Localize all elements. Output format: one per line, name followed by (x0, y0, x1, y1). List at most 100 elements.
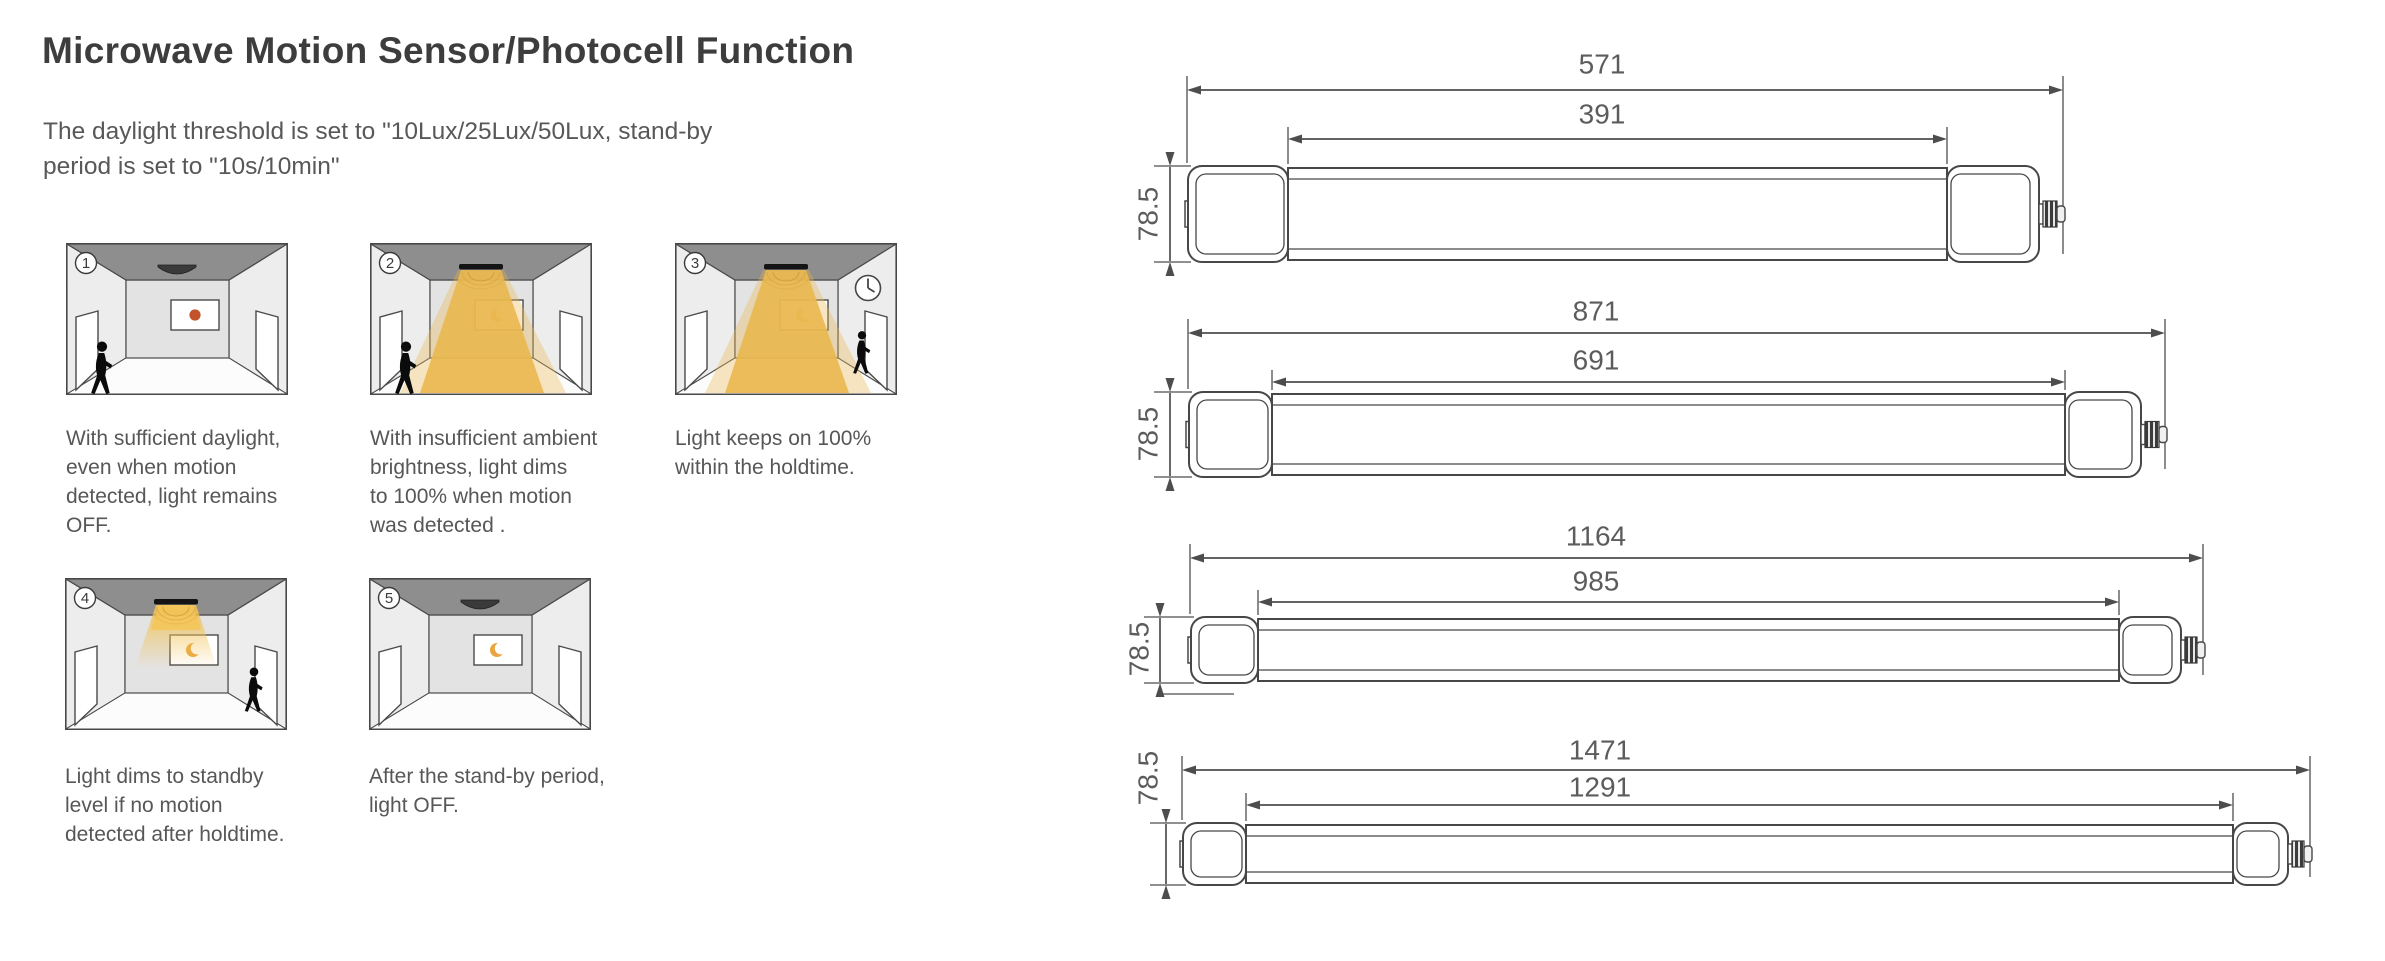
sensor-waves (455, 271, 507, 290)
room-scene: 5 (367, 577, 593, 731)
scenario-number: 5 (385, 590, 393, 607)
cable-gland-nut (2042, 200, 2058, 228)
dimension-arrow (1246, 800, 1260, 810)
cable-gland-tip (2196, 641, 2206, 659)
dimension-arrow (2049, 85, 2063, 95)
overall-length-label: 1164 (1566, 521, 1626, 552)
scenario-caption: Light keeps on 100% within the holdtime. (675, 427, 872, 479)
right-end-cap-inner (1950, 173, 2031, 255)
right-door (558, 645, 582, 727)
dimension-arrow (1188, 328, 1202, 338)
overall-length-label: 871 (1573, 296, 1620, 327)
inner-length-label: 1291 (1569, 772, 1631, 803)
sensor-waves (150, 606, 202, 625)
light-cone (725, 270, 849, 393)
right-end-cap (1946, 165, 2040, 263)
scenario-number: 4 (81, 590, 89, 607)
scenario-3: 3 (673, 242, 899, 396)
dimension-arrow (1182, 765, 1196, 775)
moon-icon (490, 642, 507, 657)
dimension-arrow (1165, 262, 1175, 276)
left-door (684, 310, 708, 392)
gland-base (2287, 843, 2293, 865)
left-end-cap (1190, 616, 1259, 684)
dimension-arrow (1165, 477, 1175, 491)
scenario-number-badge: 2 (378, 251, 402, 275)
gland-base (2180, 639, 2186, 661)
scenario-number-badge: 3 (683, 251, 707, 275)
scenario-5: 5 (367, 577, 593, 731)
page-subtitle: The daylight threshold is set to "10Lux/… (43, 118, 713, 180)
dimension-arrow (1155, 603, 1165, 617)
left-end-cap-inner (1195, 173, 1285, 255)
clock-icon (854, 274, 882, 302)
right-end-cap-inner (2068, 399, 2133, 470)
right-door (255, 310, 279, 392)
scenario-number-badge: 1 (74, 251, 98, 275)
dimension-arrow (1161, 885, 1171, 899)
dimension-arrow (1288, 134, 1302, 144)
dimension-arrow (2219, 800, 2233, 810)
cable-gland-nut (2184, 636, 2198, 664)
inner-length-label: 391 (1579, 99, 1626, 130)
dimension-arrow (2189, 553, 2203, 563)
dimension-arrow (1155, 683, 1165, 697)
scenario-1: 1 (64, 242, 290, 396)
ceiling-lamp-off (157, 264, 197, 275)
person-silhouette (853, 331, 871, 374)
scenario-number-badge: 4 (73, 586, 97, 610)
left-door (74, 645, 98, 727)
cable-gland-nut (2144, 420, 2160, 449)
left-end-cap (1182, 822, 1247, 886)
left-end-cap-inner (1196, 399, 1269, 470)
dimension-arrow (1165, 378, 1175, 392)
tube-section (1271, 393, 2066, 476)
left-door (378, 645, 402, 727)
cable-gland-tip (2158, 425, 2168, 444)
scenario-caption: After the stand-by period, light OFF. (369, 765, 605, 817)
dimension-arrow (2051, 377, 2065, 387)
ceiling-lamp-on (459, 264, 503, 270)
sun-icon (189, 309, 201, 321)
dimension-arrow (1165, 152, 1175, 166)
dimension-arrow (1258, 597, 1272, 607)
ceiling (673, 243, 899, 281)
ceiling-lamp-on (154, 599, 198, 605)
ceiling (64, 243, 290, 281)
dimension-arrow (1161, 809, 1171, 823)
dimension-arrow (1190, 553, 1204, 563)
room-scene: 4 (63, 577, 289, 731)
left-end-cap (1187, 165, 1289, 263)
ceiling (368, 243, 594, 281)
scenario-caption: With sufficient daylight, even when moti… (66, 427, 281, 537)
light-cone (420, 270, 544, 393)
right-door (559, 310, 583, 392)
room-scene: 3 (673, 242, 899, 396)
left-end-cap (1188, 391, 1273, 478)
person-silhouette (91, 341, 113, 394)
sensor-waves (760, 271, 812, 290)
overall-length-label: 1471 (1569, 735, 1631, 766)
height-label: 78.5 (1133, 187, 1164, 242)
dimension-arrow (1272, 377, 1286, 387)
ceiling-lamp-on (764, 264, 808, 270)
ceiling (63, 578, 289, 616)
scenario-caption: With insufficient ambient brightness, li… (370, 427, 598, 537)
page-title: Microwave Motion Sensor/Photocell Functi… (42, 30, 855, 71)
height-label: 78.5 (1124, 622, 1155, 677)
scenario-number: 2 (386, 255, 394, 272)
scenario-4: 4 (63, 577, 289, 731)
scenario-number: 3 (691, 255, 699, 272)
tube-section (1257, 618, 2120, 682)
ceiling (367, 578, 593, 616)
scenario-number-badge: 5 (377, 586, 401, 610)
gland-base (2140, 423, 2146, 446)
person-silhouette (244, 667, 263, 712)
dimension-arrow (1187, 85, 1201, 95)
